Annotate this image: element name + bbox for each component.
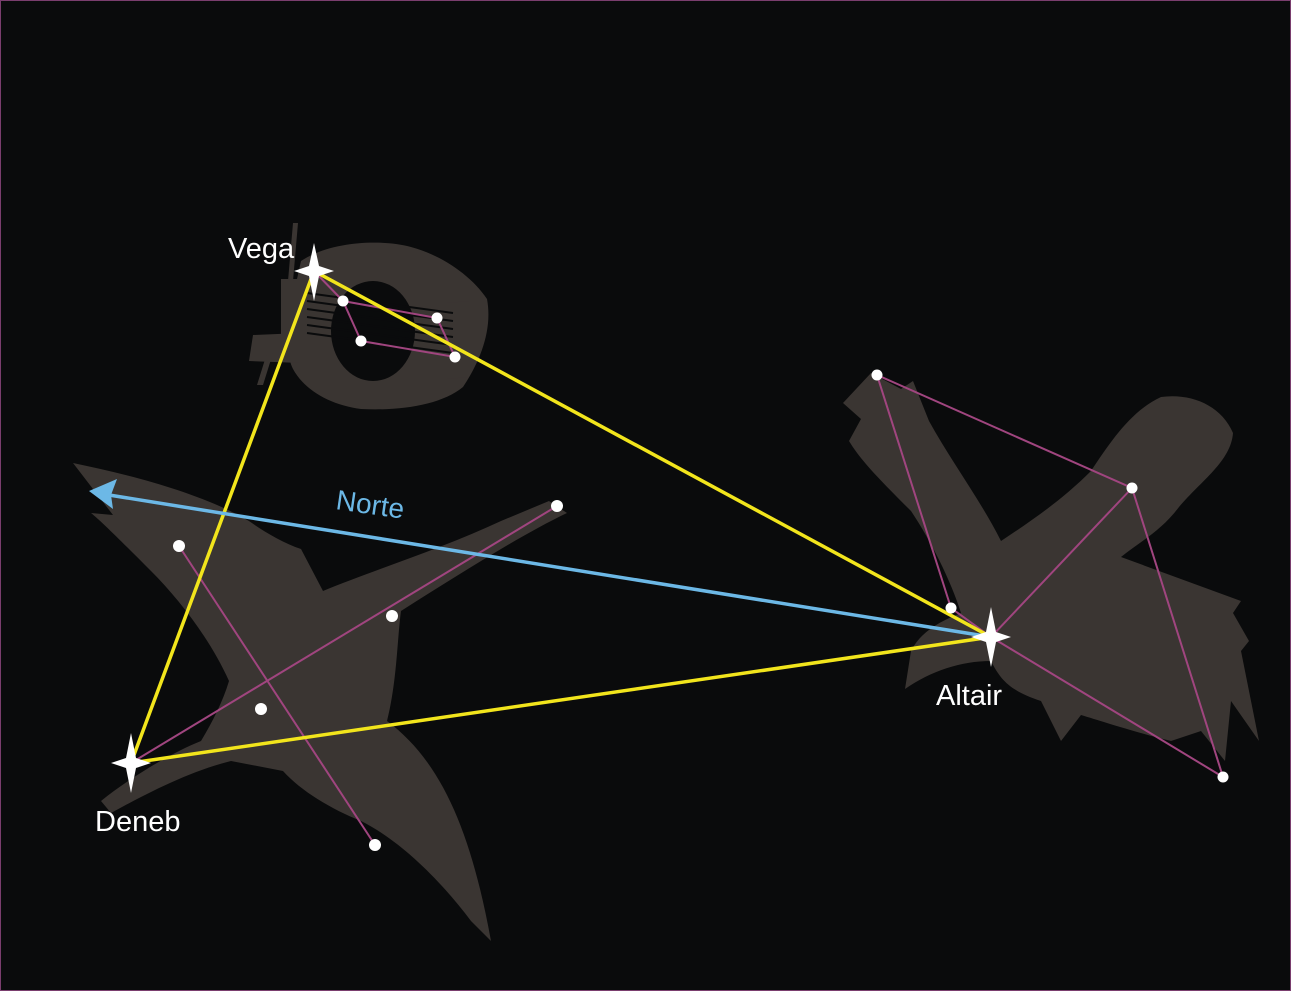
cygnus-line-wings [130,505,558,764]
star-dot-icon [355,335,367,347]
summer-triangle [129,269,993,765]
star-dot-icon [449,351,461,363]
aquila-lines-a [876,374,1225,780]
aquila-line-b [990,487,1133,638]
altair-star-icon [971,607,1011,667]
constellation-lines [130,270,1225,846]
star-dot-icon [386,610,398,622]
star-dot-icon [431,312,443,324]
star-dot-icon [945,602,957,614]
deneb-label: Deneb [95,806,180,838]
lyre-strings [306,292,454,354]
minor-stars [173,295,1229,851]
north-label: Norte [334,484,406,524]
star-dot-icon [1217,771,1229,783]
star-dot-icon [173,540,185,552]
lyra-lines [313,270,457,359]
deneb-star-icon [111,733,151,793]
vega-star-icon [294,243,334,301]
star-dot-icon [1126,482,1138,494]
cygnus-line-body [178,545,376,846]
vega-label: Vega [228,233,295,265]
star-dot-icon [551,500,563,512]
swan-silhouette [73,463,567,941]
star-dot-icon [337,295,349,307]
lyre-hole [331,281,415,381]
eagle-silhouette [843,373,1259,761]
north-arrow-icon [89,479,992,639]
star-dot-icon [871,369,883,381]
star-dot-icon [369,839,381,851]
star-dot-icon [255,703,267,715]
altair-label: Altair [936,680,1002,712]
